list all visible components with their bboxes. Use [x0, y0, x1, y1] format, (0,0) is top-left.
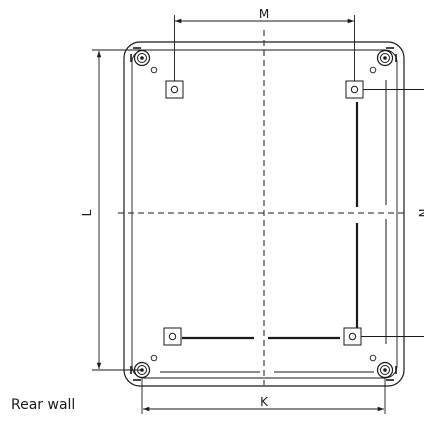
corner-fixing-top-left: [130, 47, 158, 74]
dimension-n-label: N: [416, 209, 424, 218]
corner-fixing-bottom-left: [130, 354, 158, 381]
mounting-hole-top-left: [165, 80, 184, 99]
corner-fixing-bottom-right: [369, 354, 397, 381]
mounting-hole-bottom-right: [343, 327, 362, 346]
corner-fixing-top-right: [369, 47, 397, 74]
mounting-hole-top-right: [345, 80, 364, 99]
dimension-l: L: [80, 49, 142, 371]
dimension-k-label: K: [260, 395, 269, 409]
dimension-m: M: [174, 7, 355, 81]
mounting-hole-bottom-left: [163, 327, 182, 346]
dimension-k: K: [141, 378, 386, 414]
dimension-m-label: M: [259, 7, 269, 21]
dimension-n: N: [361, 89, 424, 337]
caption-rear-wall: Rear wall: [11, 397, 76, 413]
dimension-l-label: L: [80, 209, 94, 216]
